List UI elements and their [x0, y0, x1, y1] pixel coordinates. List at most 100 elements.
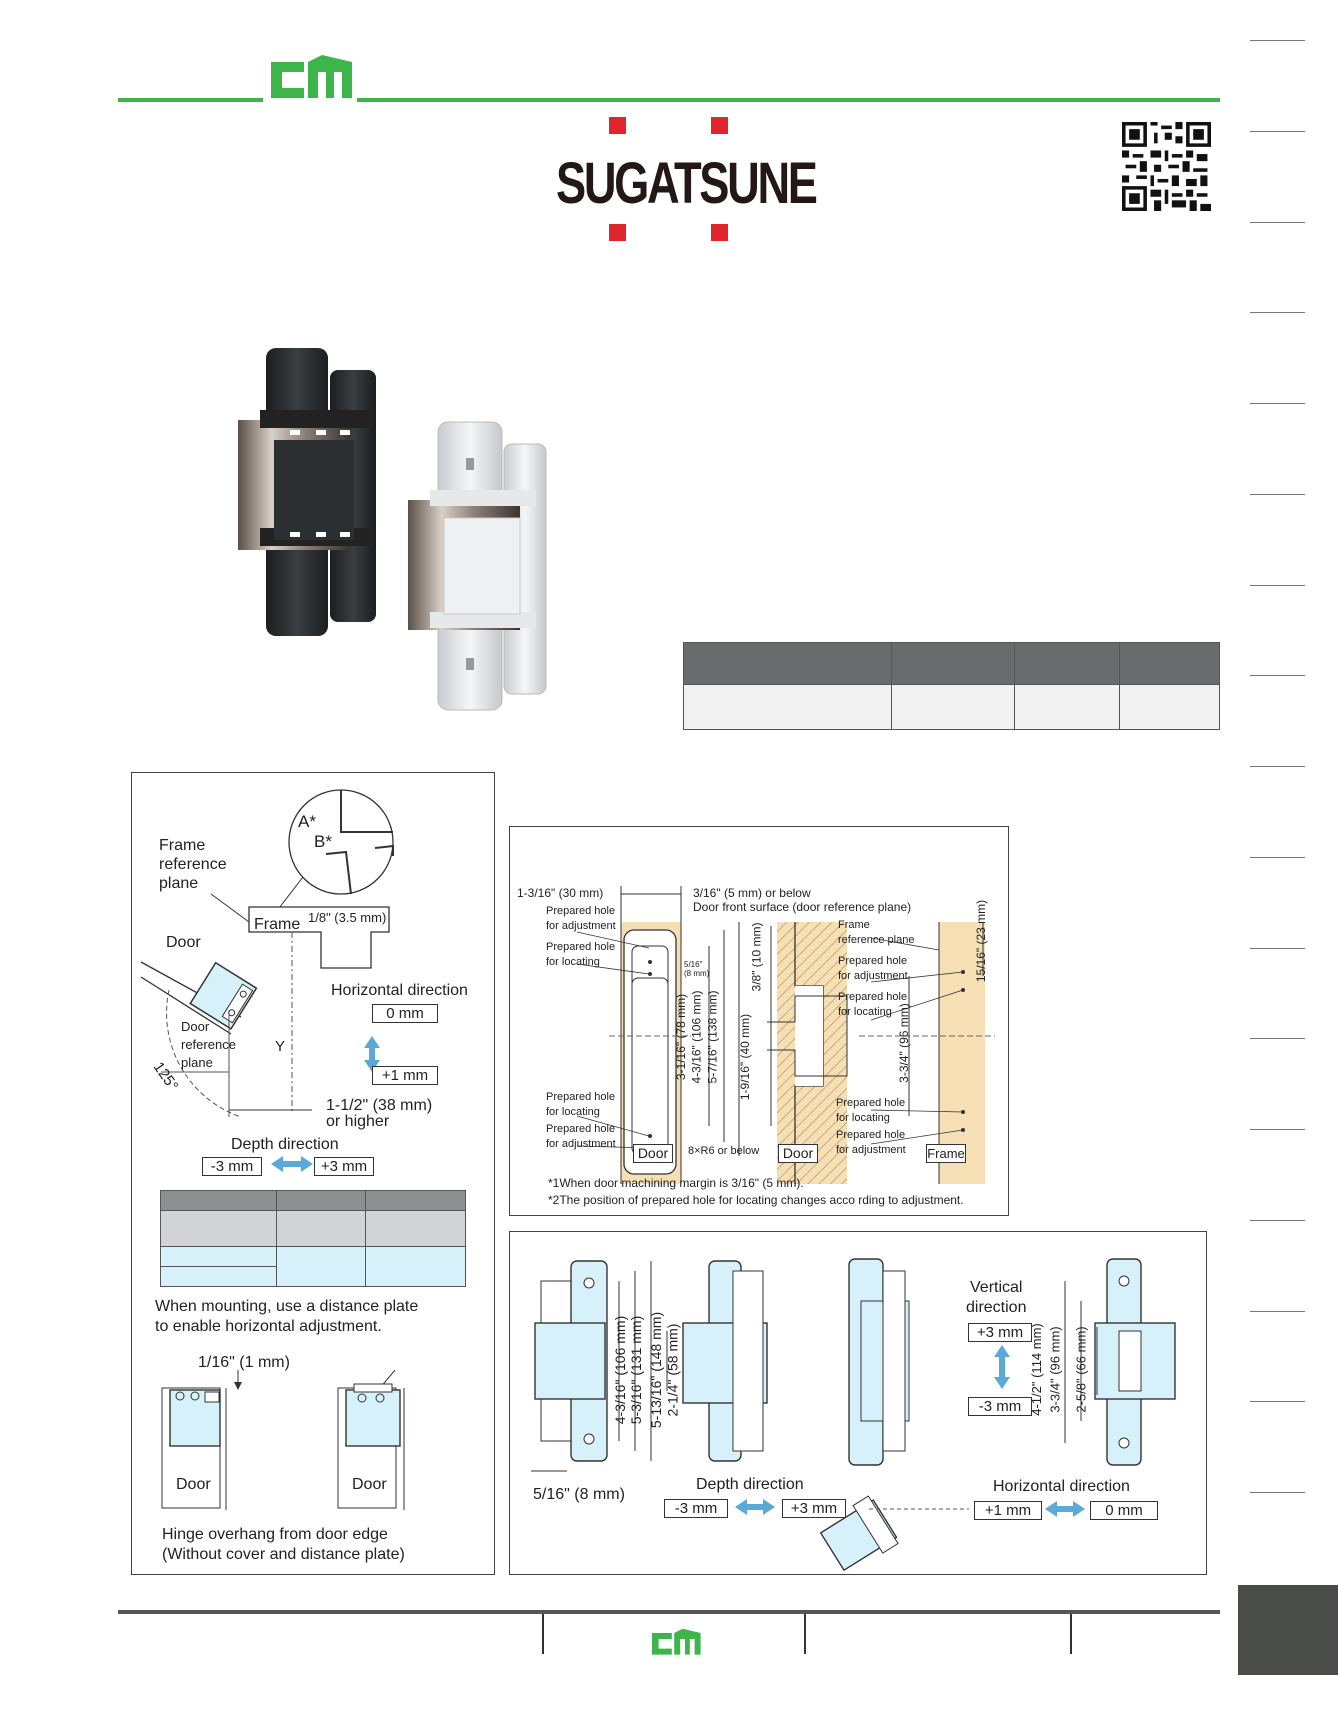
dim-23: 15/16" (23 mm) [974, 899, 989, 983]
horizontal-direction-label-2: Horizontal direction [993, 1478, 1130, 1495]
y-label: Y [275, 1038, 286, 1055]
depth-plus-box-2: +3 mm [782, 1499, 846, 1518]
spec-header-cell [890, 642, 1016, 685]
edge-tick [1250, 131, 1305, 132]
footer-separator [542, 1614, 544, 1654]
dim-96-side: 3-3/4" (96 mm) [1047, 1326, 1063, 1413]
dim-40: 1-9/16" (40 mm) [738, 1013, 753, 1101]
dimension-diagram [531, 1258, 1176, 1572]
spec-table [683, 642, 1220, 730]
spec-header-cell [683, 642, 892, 685]
footnote-2: *2The position of prepared hole for loca… [548, 1193, 964, 1207]
horizontal-zero-box-2: 0 mm [1090, 1501, 1158, 1520]
corner-radius-label: 8×R6 or below [688, 1145, 760, 1157]
overhang-door-left: Door [176, 1476, 211, 1493]
spec-cell [683, 684, 892, 730]
edge-tick [1250, 675, 1305, 676]
detail-a-label: A* [298, 812, 316, 831]
dim-margin: 3/16" (5 mm) or below [693, 886, 811, 900]
edge-tick [1250, 1311, 1305, 1312]
edge-tick [1250, 766, 1305, 767]
footer-separator [1070, 1614, 1072, 1654]
mounting-table-row [160, 1246, 466, 1287]
table-cell [275, 1210, 367, 1247]
dim-106-side: 4-3/16" (106 mm) [612, 1315, 629, 1425]
dim-114: 4-1/2" (114 mm) [1028, 1323, 1044, 1416]
spec-cell [1119, 684, 1220, 730]
mounting-diagram [140, 789, 394, 1172]
header-rule-right [357, 98, 1220, 102]
horizontal-direction-label: Horizontal direction [331, 982, 468, 999]
mounting-table [160, 1190, 466, 1287]
depth-minus-box-2: -3 mm [664, 1499, 728, 1518]
machining-diagram [576, 886, 995, 1184]
footer-cm-logo [652, 1628, 701, 1655]
dim-148-side: 5-13/16" (148 mm) [648, 1311, 665, 1429]
machining-door-label-2: Door [778, 1144, 818, 1163]
min-distance-label: 1-1/2" (38 mm) or higher [326, 1097, 433, 1130]
door-front-surface: Door front surface (door reference plane… [693, 900, 912, 914]
table-cell [365, 1246, 466, 1287]
spec-table-row [683, 684, 1220, 730]
edge-tick [1250, 312, 1305, 313]
table-cell [160, 1190, 277, 1211]
machining-diagram-panel [509, 826, 1009, 1216]
brand-square [711, 117, 728, 134]
depth-direction-label-2: Depth direction [696, 1476, 804, 1493]
horizontal-plus-box-2: +1 mm [974, 1501, 1042, 1520]
dim-10: 3/8" (10 mm) [749, 922, 764, 992]
edge-tick [1250, 222, 1305, 223]
horizontal-plus-box: +1 mm [372, 1066, 438, 1085]
frame-offset-label: 1/8" (3.5 mm) [308, 910, 387, 925]
mounting-table-header [160, 1190, 466, 1211]
table-cell [365, 1210, 466, 1247]
edge-tick [1250, 1401, 1305, 1402]
frame-reference-plane-label: Frame reference plane [159, 837, 227, 892]
depth-plus-box: +3 mm [314, 1157, 374, 1176]
brand-square [609, 224, 626, 241]
vertical-direction-label: Vertical direction [966, 1279, 1027, 1316]
overhang-door-right: Door [352, 1476, 387, 1493]
spec-header-cell [1014, 642, 1121, 685]
dim-top-left: 1-3/16" (30 mm) [517, 886, 604, 900]
distance-plate-note: When mounting, use a distance plate to e… [155, 1298, 419, 1335]
spec-table-header [683, 642, 1220, 685]
edge-tick [1250, 585, 1305, 586]
table-cell [365, 1190, 466, 1211]
dim-8: 5/16" (8 mm) [533, 1486, 625, 1503]
dim-138: 5-7/16" (138 mm) [705, 990, 720, 1084]
edge-tick [1250, 1129, 1305, 1130]
machining-frame-label: Frame [926, 1144, 966, 1163]
spec-header-cell [1119, 642, 1220, 685]
overhang-value-label: 1/16" (1 mm) [198, 1354, 290, 1371]
table-cell [275, 1190, 367, 1211]
dim-106: 4-3/16" (106 mm) [689, 990, 704, 1084]
vertical-plus-box: +3 mm [968, 1323, 1032, 1342]
table-cell [275, 1246, 367, 1287]
mounting-table-row [160, 1266, 466, 1287]
dim-66: 2-5/8" (66 mm) [1073, 1326, 1089, 1413]
table-cell [160, 1246, 277, 1267]
small-dim: 5/16"(8 mm) [684, 960, 710, 978]
hinge-product-photo [238, 348, 547, 711]
footer-separator [804, 1614, 806, 1654]
brand-logo-text: SUGATSUNE [556, 151, 818, 216]
dim-131-side: 5-3/16" (131 mm) [628, 1315, 645, 1425]
footer-rule [118, 1610, 1220, 1614]
edge-tick [1250, 40, 1305, 41]
page-side-tab [1238, 1585, 1338, 1675]
depth-direction-label: Depth direction [231, 1136, 339, 1153]
header-rule-left [118, 98, 263, 102]
edge-tick [1250, 857, 1305, 858]
edge-tick [1250, 948, 1305, 949]
spec-cell [890, 684, 1016, 730]
edge-tick [1250, 403, 1305, 404]
door-reference-plane-label: Door reference plane [181, 1019, 236, 1070]
